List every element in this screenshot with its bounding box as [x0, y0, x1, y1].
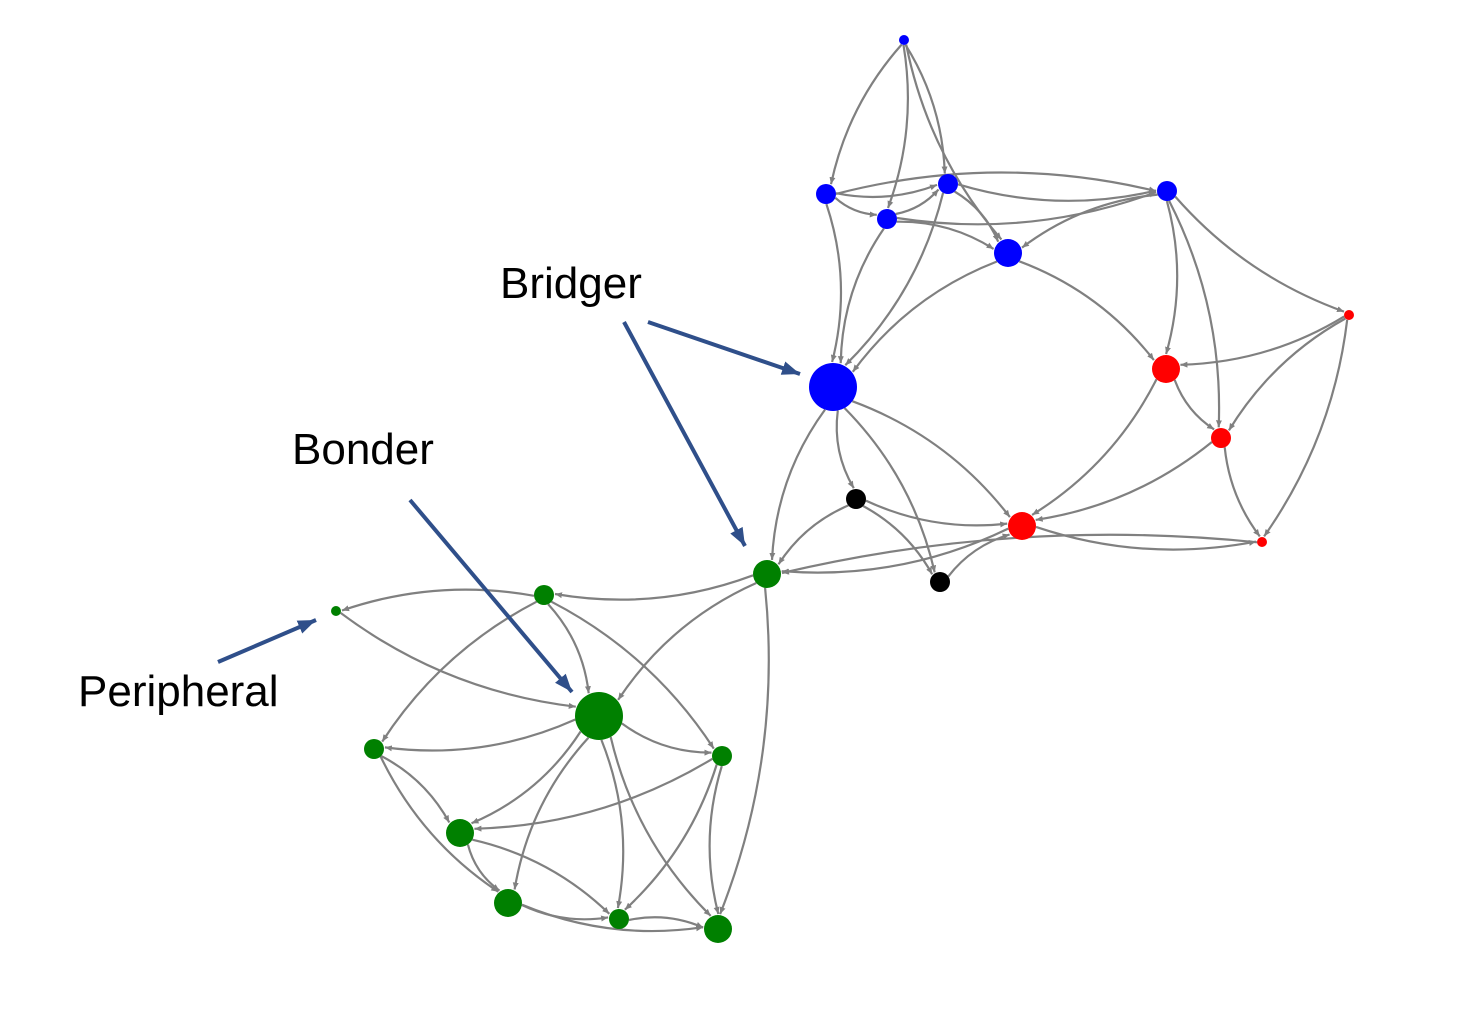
- edge-B2-B6: [837, 227, 885, 364]
- node-red-r3: [1211, 428, 1231, 448]
- edge-G4-G10: [609, 736, 712, 917]
- edge-G7-G9: [472, 838, 611, 915]
- node-red-r1: [1344, 310, 1354, 320]
- edge-K2-R4: [947, 533, 1010, 578]
- edge-G6-G9: [624, 764, 718, 911]
- node-green-g8: [494, 889, 522, 917]
- bridger-pointer-to-connector: [622, 321, 747, 547]
- edge-B5-R2: [1018, 260, 1155, 361]
- edge-B6-R4: [851, 400, 1011, 518]
- edge-G7-G8: [466, 844, 501, 892]
- edge-B6-K2: [843, 407, 937, 573]
- edge-G1-G2: [554, 574, 754, 601]
- edge-G2-G4: [547, 603, 591, 694]
- edge-G9-G10: [628, 916, 704, 929]
- edge-B2-B4: [896, 191, 1157, 226]
- edge-R3-R4: [1035, 441, 1213, 522]
- node-green-g10: [704, 915, 732, 943]
- edge-G2-G6: [550, 600, 715, 750]
- node-blue-b2: [877, 209, 897, 229]
- bonder-pointer: [408, 498, 574, 694]
- annotation-layer: Bridger Bonder Peripheral: [78, 259, 801, 716]
- edge-G5-G7: [380, 755, 451, 824]
- bridger-label: Bridger: [500, 259, 642, 308]
- node-blue-b1: [816, 184, 836, 204]
- edge-B2-B3: [895, 188, 940, 216]
- node-black-k1: [846, 489, 866, 509]
- node-red-r2: [1152, 355, 1180, 383]
- edge-R1-R2: [1180, 315, 1345, 368]
- edge-G4-G5: [384, 718, 576, 752]
- node-green-g1: [753, 560, 781, 588]
- edge-G4-G7: [471, 730, 582, 825]
- edge-G4-G9: [600, 739, 625, 909]
- edge-G3-G4: [339, 612, 576, 709]
- node-blue-b6: [809, 363, 857, 411]
- node-green-g3: [331, 606, 341, 616]
- edge-B4-R3: [1168, 200, 1222, 428]
- edge-K1-R4: [865, 499, 1008, 528]
- edge-B1-B3: [835, 183, 938, 199]
- node-red-r4: [1008, 512, 1036, 540]
- edge-B0-B1: [829, 43, 903, 185]
- edge-B5-B6: [851, 260, 998, 373]
- node-blue-b4: [1157, 181, 1177, 201]
- edge-R1-R3: [1227, 317, 1346, 431]
- edge-R1-R5: [1263, 319, 1349, 538]
- node-black-k2: [930, 572, 950, 592]
- node-green-g6: [712, 746, 732, 766]
- edge-R5-G1: [781, 533, 1258, 575]
- node-layer: [331, 35, 1354, 943]
- edge-B3-B6: [844, 192, 945, 366]
- peripheral-pointer: [217, 618, 317, 664]
- peripheral-label: Peripheral: [78, 667, 279, 716]
- edge-B3-B4: [957, 183, 1157, 202]
- edge-G8-G10: [521, 903, 704, 933]
- node-blue-b3: [938, 174, 958, 194]
- edge-B6-G1: [769, 408, 826, 560]
- bridger-pointer-to-hub: [647, 320, 801, 376]
- edge-B4-R2: [1165, 200, 1179, 355]
- edge-G8-G9: [521, 904, 609, 922]
- edge-layer: [339, 43, 1349, 933]
- edge-R3-R5: [1223, 447, 1261, 538]
- node-green-g2: [534, 585, 554, 605]
- edge-G4-G8: [512, 736, 590, 890]
- node-green-g5: [364, 739, 384, 759]
- edge-B1-B4: [835, 171, 1157, 195]
- bonder-label: Bonder: [292, 425, 434, 474]
- edge-G2-G5: [381, 600, 538, 743]
- node-blue-b5: [994, 239, 1022, 267]
- edge-G1-G4: [617, 581, 757, 701]
- edge-R2-R4: [1031, 378, 1158, 516]
- node-green-g9: [609, 909, 629, 929]
- edge-B1-B6: [825, 203, 843, 363]
- edge-B3-B5: [954, 190, 1000, 243]
- node-green-g4: [575, 692, 623, 740]
- edge-B4-B5: [1021, 193, 1158, 249]
- edge-B0-B3: [904, 44, 948, 174]
- edge-B2-B5: [896, 220, 995, 250]
- node-red-r5: [1257, 537, 1267, 547]
- node-green-g7: [446, 819, 474, 847]
- edge-B0-B2: [886, 44, 910, 209]
- edge-G4-G6: [621, 722, 712, 756]
- edge-G6-G10: [708, 765, 723, 915]
- edge-K1-K2: [862, 505, 934, 575]
- edge-B4-R1: [1174, 195, 1345, 313]
- edge-B6-K1: [835, 410, 855, 489]
- edge-K1-G1: [777, 504, 849, 565]
- edge-G2-G3: [341, 588, 535, 612]
- node-blue-b0: [899, 35, 909, 45]
- edge-G1-G10: [719, 587, 770, 915]
- edge-B1-B2: [834, 196, 877, 218]
- edge-G6-G7: [474, 757, 713, 832]
- edge-R2-R3: [1173, 379, 1215, 431]
- edge-G5-G8: [379, 756, 499, 893]
